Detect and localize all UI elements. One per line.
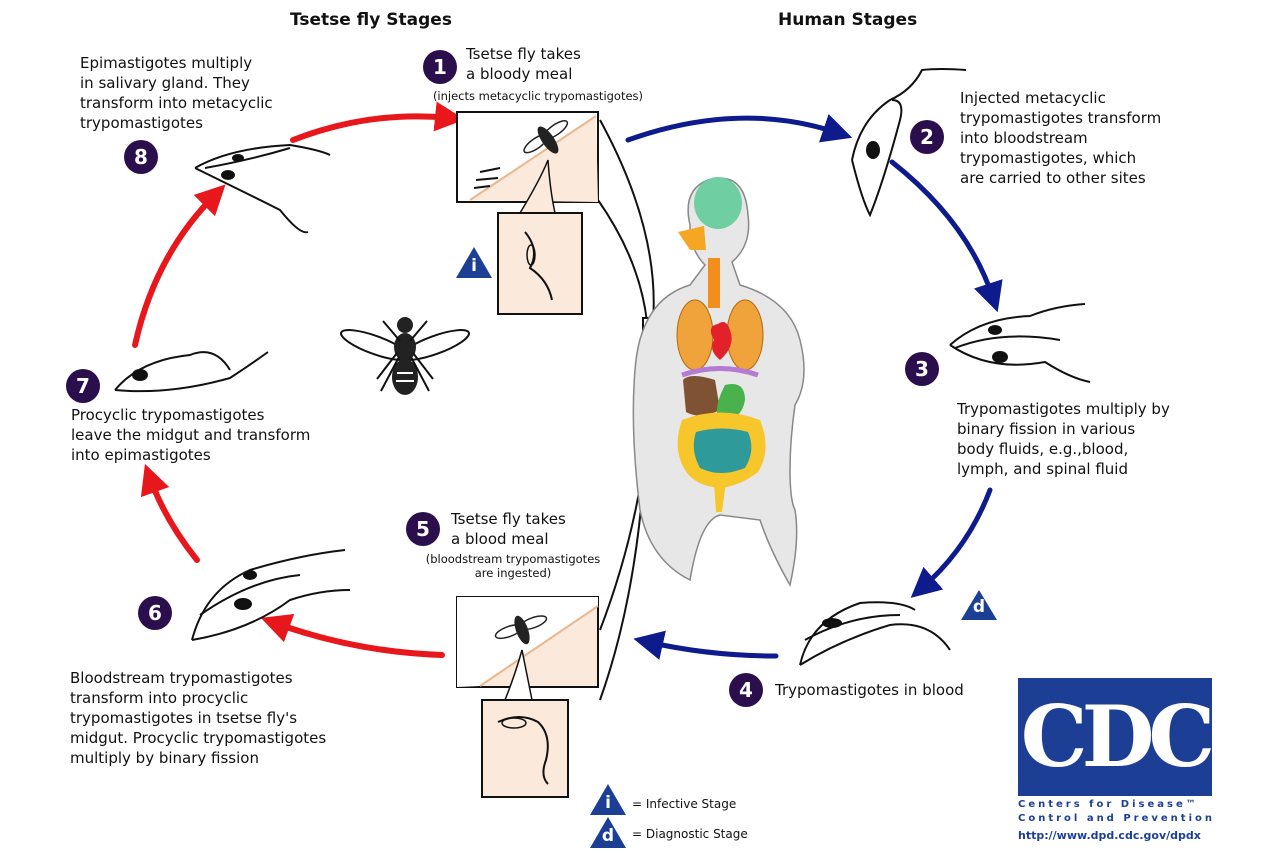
- step-5-text: Tsetse fly takes a blood meal: [451, 510, 566, 548]
- arrow-4-to-5: [633, 630, 779, 660]
- step-8-badge: 8: [124, 140, 158, 174]
- step-6-badge: 6: [138, 596, 172, 630]
- parasite-stage-2: [851, 68, 967, 218]
- step-1-text: Tsetse fly takes a bloody meal: [466, 45, 581, 83]
- parasite-stage-3: [949, 303, 1091, 383]
- step-2-text: Injected metacyclic trypomastigotes tran…: [960, 89, 1162, 187]
- fly-arrows: [132, 101, 465, 658]
- step-1-note: (injects metacyclic trypomastigotes): [432, 89, 644, 103]
- step-7-text: Procyclic trypomastigotes leave the midg…: [71, 406, 311, 464]
- tsetse-fly-icon: [523, 120, 569, 154]
- cdc-logo: CDC: [1018, 678, 1212, 796]
- legend-infective-letter: i: [605, 793, 611, 813]
- legend-diagnostic-marker: [590, 817, 626, 848]
- parasite-stage-6: [191, 549, 351, 641]
- inset-bite-top: [456, 111, 599, 315]
- step-3-text: Trypomastigotes multiply by binary fissi…: [957, 400, 1170, 478]
- step-5-note: (bloodstream trypomastigotes are ingeste…: [425, 552, 601, 580]
- arrow-7-to-8: [132, 184, 226, 348]
- arrow-5-to-6: [260, 614, 445, 658]
- tsetse-fly-illustration: [340, 317, 470, 395]
- legend-diagnostic-label: = Diagnostic Stage: [632, 827, 748, 841]
- tsetse-stages-header: Tsetse fly Stages: [290, 10, 452, 30]
- step-4-badge: 4: [729, 673, 763, 707]
- cdc-url-link[interactable]: http://www.dpd.cdc.gov/dpdx: [1018, 829, 1201, 842]
- step-1-badge: 1: [423, 50, 457, 84]
- human-arrows: [625, 114, 1003, 660]
- legend-infective-label: = Infective Stage: [632, 797, 737, 811]
- cdc-name-line2: Control and Prevention: [1018, 813, 1215, 824]
- infective-marker-letter: i: [471, 256, 477, 276]
- human-stages-header: Human Stages: [778, 10, 918, 30]
- step-2-badge: 2: [910, 120, 944, 154]
- trypomastigote-icon: [524, 231, 553, 301]
- cdc-logo-text: CDC: [1020, 687, 1212, 786]
- step-7-badge: 7: [66, 369, 100, 403]
- step-8-text: Epimastigotes multiply in salivary gland…: [80, 54, 273, 132]
- parasite-drawings: [114, 68, 1091, 666]
- step-5-badge: 5: [406, 512, 440, 546]
- legend-infective-marker: [590, 784, 626, 815]
- inset-bite-bottom: [456, 596, 599, 798]
- infective-stage-marker: [456, 247, 492, 278]
- diagnostic-marker-letter: d: [972, 597, 986, 617]
- diagnostic-stage-marker: [961, 590, 997, 620]
- arrow-8-to-1: [290, 101, 465, 143]
- cdc-name-line1: Centers for Disease™: [1018, 799, 1199, 810]
- tsetse-fly-icon: [494, 615, 548, 645]
- parasite-stage-7: [114, 351, 269, 393]
- trypomastigote-icon: [497, 716, 549, 785]
- step-4-text: Trypomastigotes in blood: [775, 681, 964, 699]
- arrow-6-to-7: [140, 463, 200, 563]
- arrow-3-to-4: [910, 487, 993, 598]
- arrow-1-to-2: [625, 114, 853, 143]
- arrow-2-to-3: [889, 159, 1003, 313]
- parasite-stage-4: [799, 601, 951, 666]
- step-3-badge: 3: [905, 352, 939, 386]
- legend-diagnostic-letter: d: [601, 826, 615, 846]
- human-body-illustration: [632, 177, 805, 588]
- parasite-stage-8: [194, 143, 331, 234]
- step-6-text: Bloodstream trypomastigotes transform in…: [70, 669, 327, 767]
